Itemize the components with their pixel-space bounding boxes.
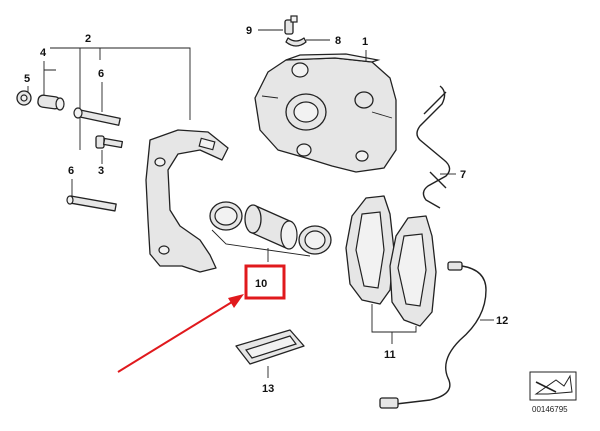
pointer-arrow bbox=[117, 294, 244, 373]
callout-11: 11 bbox=[384, 349, 396, 361]
piston-seal-ring bbox=[209, 201, 243, 231]
anti-rattle-spring bbox=[416, 85, 451, 209]
callout-6-lower: 6 bbox=[68, 165, 74, 177]
callout-2: 2 bbox=[85, 33, 91, 45]
callout-4-group: 4 bbox=[40, 47, 56, 102]
grease-packet bbox=[235, 329, 305, 365]
callout-1: 1 bbox=[362, 36, 368, 48]
brake-pad-outer bbox=[389, 215, 437, 327]
callout-1-group: 1 bbox=[362, 36, 368, 62]
callout-7: 7 bbox=[460, 169, 466, 181]
callout-12: 12 bbox=[496, 315, 508, 327]
callout-5-group: 5 bbox=[24, 73, 30, 92]
callout-9: 9 bbox=[246, 25, 252, 37]
dust-boot bbox=[298, 225, 332, 255]
guide-sleeve bbox=[37, 94, 65, 111]
guide-bushing bbox=[16, 90, 32, 106]
mounting-bolt bbox=[95, 135, 124, 149]
brake-pad-inner bbox=[345, 195, 395, 305]
guide-bolt-upper bbox=[73, 107, 121, 126]
piston bbox=[244, 204, 298, 250]
caliper-housing bbox=[254, 53, 397, 173]
callout-13: 13 bbox=[262, 383, 274, 395]
pad-wear-sensor bbox=[379, 261, 487, 409]
callout-10: 10 bbox=[255, 278, 267, 290]
dust-cap bbox=[285, 37, 330, 47]
bleeder-screw bbox=[258, 15, 298, 35]
callout-3: 3 bbox=[98, 165, 104, 177]
diagram-id-badge: 00146795 bbox=[529, 371, 577, 414]
callout-10-highlight-box bbox=[244, 264, 286, 300]
caliper-carrier bbox=[145, 129, 229, 273]
callout-5: 5 bbox=[24, 73, 30, 85]
diagram-id-label: 00146795 bbox=[532, 405, 568, 414]
callout-6-upper: 6 bbox=[98, 68, 104, 80]
callout-8: 8 bbox=[335, 35, 341, 47]
callout-4: 4 bbox=[40, 47, 47, 59]
guide-bolt-lower bbox=[66, 195, 117, 212]
callout-2-bracket-lines bbox=[50, 47, 191, 150]
